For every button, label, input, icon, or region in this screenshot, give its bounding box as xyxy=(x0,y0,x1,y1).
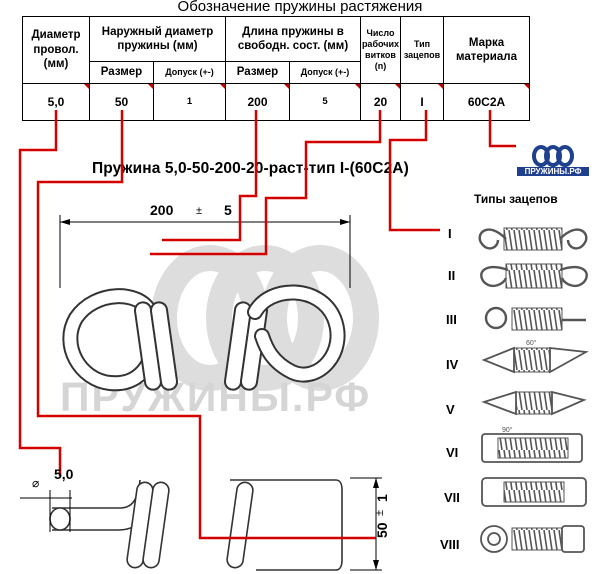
hook-types-title: Типы зацепов xyxy=(474,192,558,206)
hook-type-label: V xyxy=(446,402,455,417)
spec-table: Диаметр провол. (мм) Наружный диаметр пр… xyxy=(22,16,530,121)
value-hook-type: I xyxy=(400,83,444,121)
spring-designation: Пружина 5,0-50-200-20-раст-тип I-(60С2А) xyxy=(92,160,409,177)
hook-type-2 xyxy=(480,263,588,289)
hook-type-7 xyxy=(481,477,587,507)
svg-text:60°: 60° xyxy=(526,339,537,347)
hook-type-label: VII xyxy=(444,490,460,505)
hook-type-6: 90° xyxy=(481,426,583,463)
svg-text:90°: 90° xyxy=(502,426,513,434)
hook-type-label: VIII xyxy=(440,537,460,552)
hook-type-1 xyxy=(478,227,588,251)
spring-logo-icon xyxy=(532,145,574,167)
wire-diameter-value: 5,0 xyxy=(54,466,74,482)
diameter-symbol: ⌀ xyxy=(32,476,40,490)
hook-type-label: III xyxy=(446,312,457,327)
length-tol-sign: ± xyxy=(196,205,203,217)
page-title: Обозначение пружины растяжения xyxy=(177,0,423,15)
header-size: Размер xyxy=(89,61,154,84)
hook-type-label: IV xyxy=(446,357,459,372)
value-free-length: 200 xyxy=(225,83,290,121)
length-tolerance: 5 xyxy=(224,202,232,218)
header-wire-diameter: Диаметр провол. (мм) xyxy=(22,16,90,84)
length-value: 200 xyxy=(150,202,174,218)
value-outer-diameter-tol: 1 xyxy=(153,83,226,121)
hook-type-4: 60° xyxy=(481,339,589,374)
header-outer-diameter: Наружный диаметр пружины (мм) xyxy=(89,16,226,62)
header-free-length: Длина пружины в свободн. сост. (мм) xyxy=(225,16,361,62)
hook-type-5 xyxy=(481,390,587,416)
value-free-length-tol: 5 xyxy=(289,83,361,121)
value-material: 60С2А xyxy=(443,83,530,121)
hook-type-label: I xyxy=(448,226,452,241)
hook-type-3 xyxy=(484,306,586,331)
brand-logo-text: ПРУЖИНЫ.РФ xyxy=(517,167,589,176)
hook-type-8 xyxy=(480,525,585,553)
hook-types-illustration: 60° 90° xyxy=(478,227,589,553)
hook-type-label: II xyxy=(448,268,456,283)
brand-logo: ПРУЖИНЫ.РФ xyxy=(517,145,589,176)
outer-diameter-value: 50 xyxy=(374,522,390,538)
header-coils: Число рабочих витков (n) xyxy=(360,16,401,84)
hook-type-label: VI xyxy=(446,445,459,460)
header-hook-type: Тип зацепов xyxy=(400,16,444,84)
outer-diameter-tolerance: 1 xyxy=(374,494,390,502)
outer-diameter-tol-sign: ± xyxy=(374,509,386,516)
